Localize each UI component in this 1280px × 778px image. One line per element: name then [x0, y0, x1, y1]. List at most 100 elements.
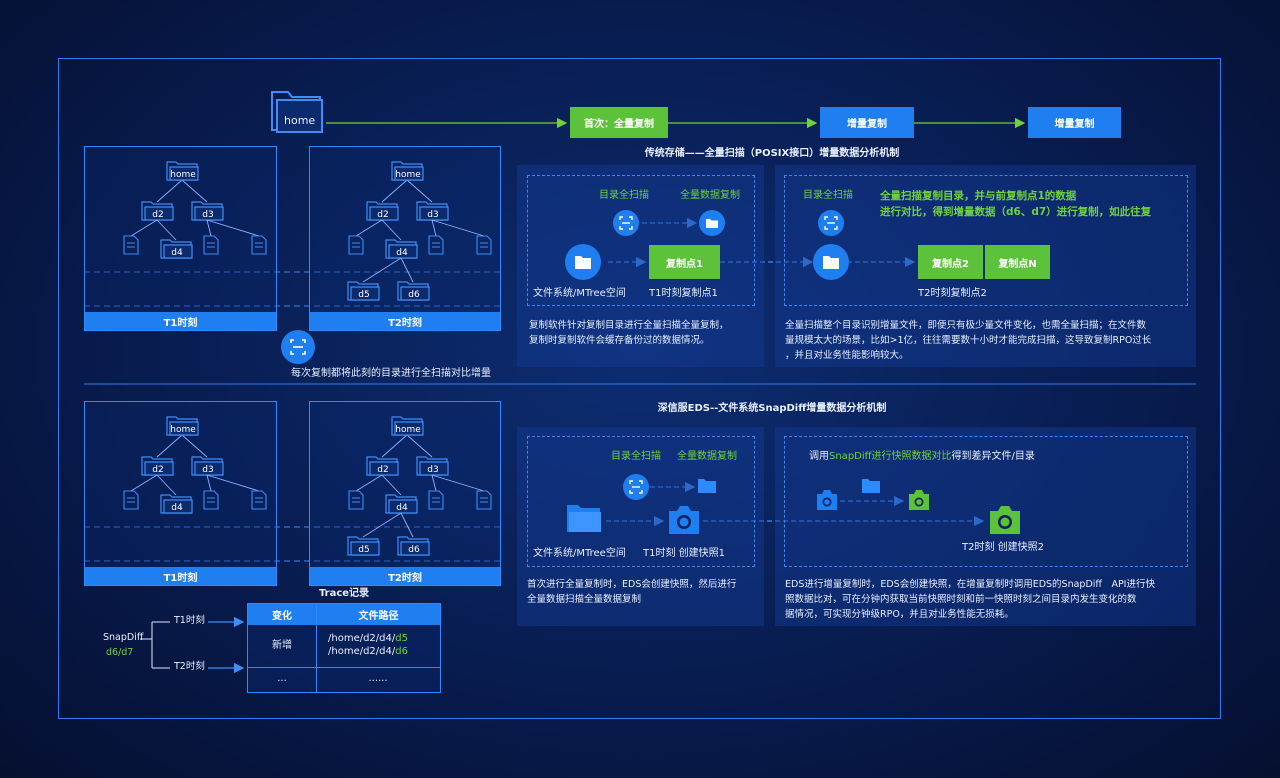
top-panel-1-dashed [527, 175, 755, 306]
folder-label: d4 [171, 248, 183, 258]
tree-edge [431, 219, 485, 237]
file-icon [203, 235, 219, 255]
folder-label: home [395, 170, 421, 180]
folder-d4-icon: d4 [160, 494, 193, 514]
camera-icon-green [987, 504, 1023, 540]
folder-d5-icon: d5 [347, 536, 380, 556]
file-icon [476, 235, 492, 255]
bottom-panel-2 [775, 427, 1196, 626]
snapdiff-sub: d6/d7 [106, 647, 134, 658]
scan-icon [281, 330, 315, 364]
desc-line: 复制软件针对复制目录进行全量扫描全量复制， [529, 320, 729, 331]
tree-edge [381, 474, 402, 496]
tree-edge [156, 434, 183, 458]
top-panel-1-desc: 复制软件针对复制目录进行全量扫描全量复制， 复制时复制软件会缓存备份过的数据情况… [529, 318, 729, 348]
tree-edge [130, 474, 158, 492]
camera-icon-green [907, 489, 931, 515]
folder-d4-icon: d4 [385, 494, 418, 514]
file-icon [123, 235, 139, 255]
scan-icon [613, 210, 639, 236]
tree-edge [362, 257, 402, 283]
trace-row2-change: ... [277, 673, 287, 684]
tree-edge [431, 474, 485, 492]
tree-edge [400, 512, 414, 538]
trace-col-divider [316, 604, 317, 692]
tree-edge [156, 474, 177, 496]
outer-frame [58, 58, 1221, 719]
trace-table: 变化 文件路径 新增 /home/d2/d4/d5 /home/d2/d4/d6… [247, 603, 441, 693]
desc-line: ，并且对业务性能影响较大。 [785, 350, 909, 361]
trace-header-change: 变化 [248, 604, 316, 625]
tree-label: T1时刻 [85, 567, 276, 585]
folder-label: d3 [427, 210, 438, 220]
filesystem-folder-icon [566, 503, 602, 537]
folder-label: d2 [377, 465, 388, 475]
folder-label: d3 [202, 210, 213, 220]
folder-label: d4 [396, 503, 408, 513]
desc-line: 量规模太大的场景，比如>1亿，往往需要数十小时才能完成扫描，这导致复制RPO过长 [785, 335, 1152, 346]
tree-edge [181, 179, 208, 203]
snapdiff-t2: T2时刻 [174, 661, 205, 672]
path-prefix: /home/d2/d4/ [328, 633, 396, 644]
tree-label: T1时刻 [85, 312, 276, 330]
folder-d3-icon: d3 [191, 456, 224, 476]
file-icon [348, 490, 364, 510]
copy-point-2: 复制点2 [918, 245, 983, 279]
folder-label: d4 [396, 248, 408, 258]
tree-edge [406, 434, 433, 458]
trace-row1-path2: /home/d2/d4/d6 [328, 645, 408, 659]
folder-d3-icon: d3 [416, 456, 449, 476]
folder-d4-icon: d4 [160, 239, 193, 259]
home-folder-icon [268, 86, 326, 134]
top-panel-2-desc: 全量扫描整个目录识别增量文件，即便只有极少量文件变化，也需全量扫描；在文件数 量… [785, 318, 1151, 363]
green-note-line-2: 进行对比，得到增量数据（d6、d7）进行复制，如此往复 [880, 206, 1152, 218]
path-highlight: d6 [395, 646, 408, 657]
bottom-section-title: 深信服EDS--文件系统SnapDiff增量数据分析机制 [657, 403, 887, 414]
folder-home-icon: home [391, 416, 424, 436]
tree-edge [181, 434, 208, 458]
flow-step-first-full: 首次：全量复制 [570, 107, 668, 138]
folder-icon [861, 477, 881, 498]
trace-row2-path: ...... [368, 673, 388, 684]
file-icon [251, 490, 267, 510]
tree-edge [431, 219, 437, 237]
scan-icon [623, 474, 649, 500]
desc-line: 全量扫描整个目录识别增量文件，即便只有极少量文件变化，也需全量扫描；在文件数 [785, 320, 1147, 331]
desc-line: 全量数据扫描全量数据复制 [527, 594, 642, 605]
top-panel-2-dashed [784, 175, 1188, 306]
trace-row1-change: 新增 [272, 640, 292, 651]
label-full-copy: 全量数据复制 [680, 190, 740, 201]
file-icon [251, 235, 267, 255]
desc-line: 照数据比对，可在分钟内获取当前快照时刻和前一快照时刻之间目录内发生变化的数 [785, 594, 1137, 605]
top-panel-1 [517, 165, 764, 367]
note-green: SnapDiff进行快照数据对比 [829, 451, 952, 462]
file-icon [428, 235, 444, 255]
note-post: 得到差异文件/目录 [951, 451, 1035, 462]
folder-label: home [170, 425, 196, 435]
tree-edge [206, 474, 212, 492]
t1-snapshot-label: T1时刻 创建快照1 [643, 548, 726, 559]
green-note-line-1: 全量扫描复制目录，并与前复制点1的数据 [880, 190, 1077, 202]
flow-step-incremental-2: 增量复制 [1028, 107, 1121, 138]
label-dir-scan: 目录全扫描 [611, 451, 661, 462]
folder-d4-icon: d4 [385, 239, 418, 259]
t2-snapshot-label: T2时刻 创建快照2 [962, 542, 1045, 553]
folder-label: d3 [427, 465, 438, 475]
path-highlight: d5 [395, 633, 408, 644]
tree-edge [355, 474, 383, 492]
camera-icon [666, 504, 702, 540]
label-dir-scan: 目录全扫描 [803, 190, 853, 201]
tree-edge [406, 179, 433, 203]
folder-d5-icon: d5 [347, 281, 380, 301]
label-dir-scan: 目录全扫描 [599, 190, 649, 201]
fs-mtree-label: 文件系统/MTree空间 [533, 288, 626, 299]
snapdiff-label: SnapDiff [103, 632, 144, 643]
tree-edge [156, 179, 183, 203]
desc-line: EDS进行增量复制时，EDS会创建快照，在增量复制时调用EDS的SnapDiff… [785, 579, 1155, 590]
label-full-copy: 全量数据复制 [677, 451, 737, 462]
trace-row-divider [248, 667, 440, 668]
file-icon [476, 490, 492, 510]
